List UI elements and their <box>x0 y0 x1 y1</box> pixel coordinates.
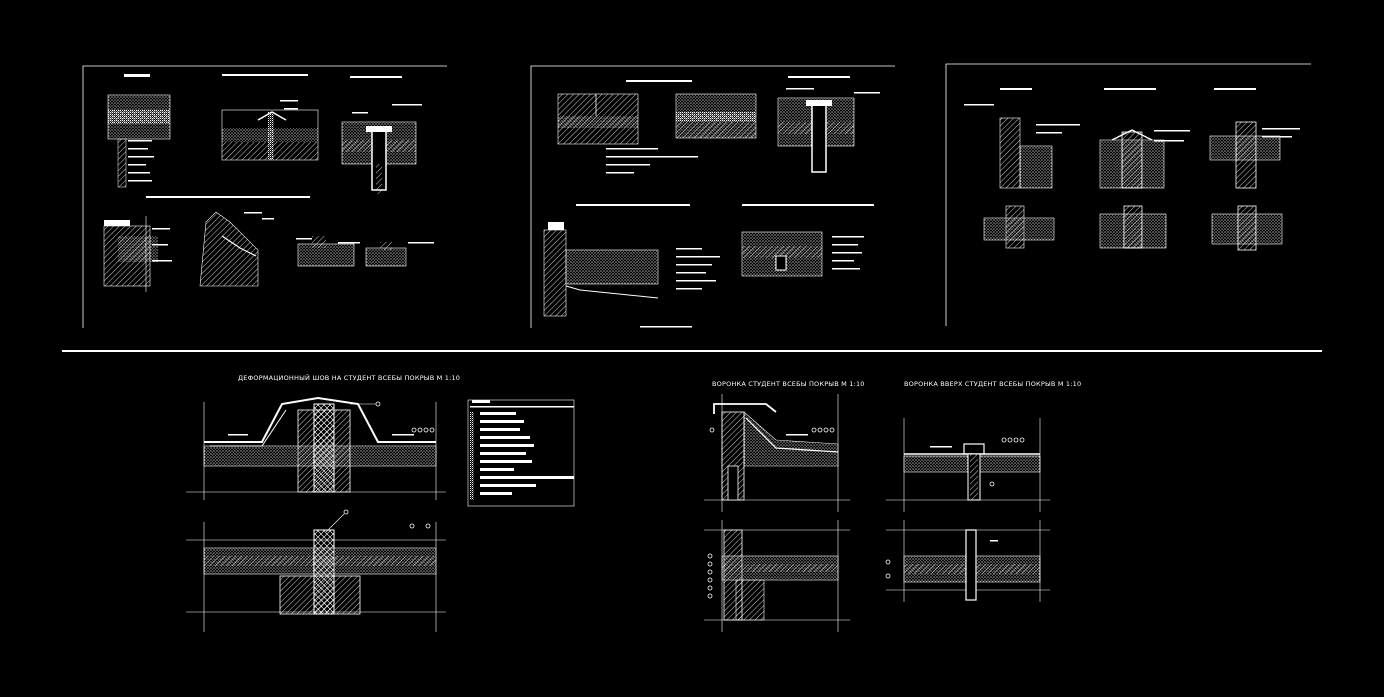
roof-drain-title: ВОРОНКА ВВЕРХ СТУДЕНТ ВСЕБЫ ПОКРЫВ М 1:1… <box>904 380 1081 388</box>
sheet-1-frame <box>82 65 447 328</box>
expansion-joint-title: ДЕФОРМАЦИОННЫЙ ШОВ НА СТУДЕНТ ВСЕБЫ ПОКР… <box>238 373 460 382</box>
roof-drain-detail[interactable]: ВОРОНКА ВВЕРХ СТУДЕНТ ВСЕБЫ ПОКРЫВ М 1:1… <box>885 380 1081 602</box>
sheet-2[interactable] <box>530 65 895 328</box>
sheet-3[interactable] <box>945 63 1311 326</box>
sheet-1[interactable] <box>82 65 447 328</box>
parapet-drain-detail[interactable]: ВОРОНКА СТУДЕНТ ВСЕБЫ ПОКРЫВ М 1:10 <box>704 380 865 632</box>
parapet-drain-title: ВОРОНКА СТУДЕНТ ВСЕБЫ ПОКРЫВ М 1:10 <box>712 380 865 388</box>
sheet-3-frame <box>945 63 1311 326</box>
expansion-joint-detail[interactable]: ДЕФОРМАЦИОННЫЙ ШОВ НА СТУДЕНТ ВСЕБЫ ПОКР… <box>186 373 575 632</box>
sheet-2-frame <box>530 65 895 328</box>
